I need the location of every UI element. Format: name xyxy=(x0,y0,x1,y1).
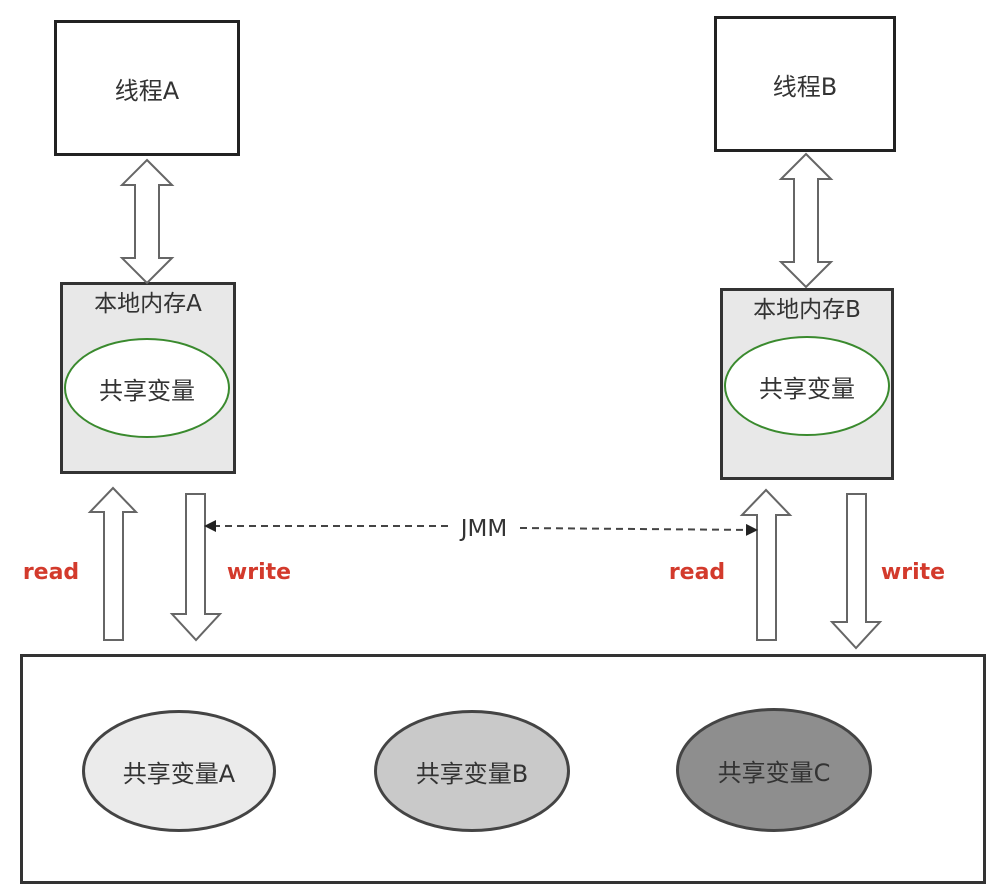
thread-a-sync-arrow xyxy=(119,158,175,285)
local-a-shared-var: 共享变量 xyxy=(64,338,230,438)
local-b-shared-var: 共享变量 xyxy=(724,336,890,436)
thread-b-box xyxy=(714,16,896,152)
write-arrow-b xyxy=(829,493,883,650)
local-memory-b-title: 本地内存B xyxy=(753,297,861,323)
main-shared-var-a: 共享变量A xyxy=(82,710,276,832)
read-label-a: read xyxy=(22,559,80,585)
write-label-b: write xyxy=(880,559,946,585)
thread-b-sync-arrow xyxy=(778,152,834,289)
main-shared-var-b: 共享变量B xyxy=(374,710,570,832)
thread-a-label: 线程A xyxy=(114,76,180,105)
read-label-b: read xyxy=(668,559,726,585)
read-arrow-b xyxy=(739,488,793,641)
write-label-a: write xyxy=(226,559,292,585)
local-memory-a-title: 本地内存A xyxy=(94,291,202,317)
thread-b-label: 线程B xyxy=(772,72,838,101)
jmm-label: JMM xyxy=(448,512,520,546)
read-arrow-a xyxy=(87,486,139,641)
jmm-line-right xyxy=(519,523,758,536)
write-arrow-a xyxy=(169,493,223,642)
thread-a-box xyxy=(54,20,240,156)
main-shared-var-c: 共享变量C xyxy=(676,708,872,832)
